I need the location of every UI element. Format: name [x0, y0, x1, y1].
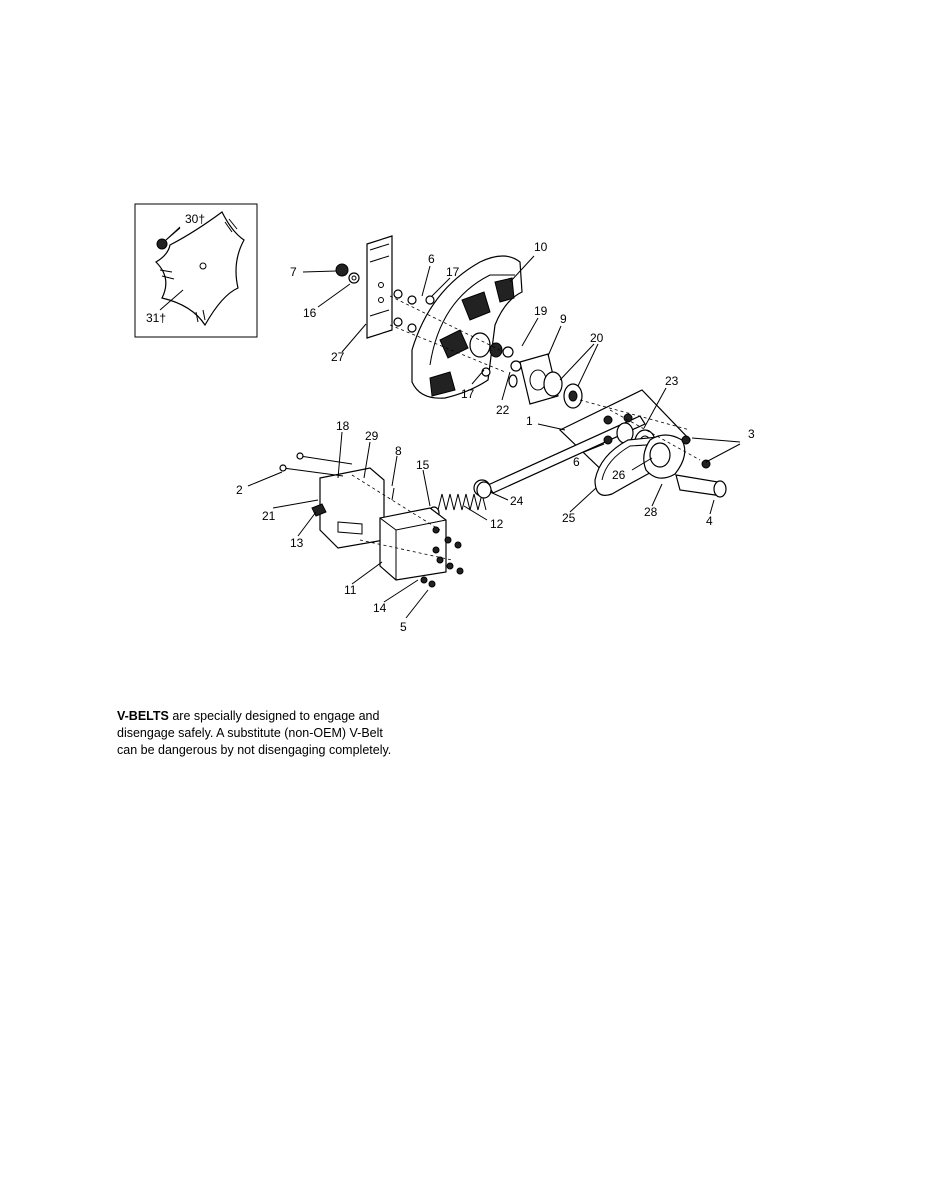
callout-25: 25 — [562, 511, 576, 525]
callout-7: 7 — [290, 265, 297, 279]
note-line-1: V-BELTS are specially designed to engage… — [117, 708, 447, 725]
callout-11: 11 — [344, 583, 357, 597]
pulley-belt-assembly — [594, 434, 727, 498]
inset-blade-detail — [134, 203, 258, 338]
callout-24: 24 — [510, 494, 524, 508]
note-line-2: disengage safely. A substitute (non-OEM)… — [117, 726, 383, 740]
note-text-1: are specially designed to engage and — [168, 709, 380, 723]
leader-lines — [165, 227, 741, 619]
callout-2: 2 — [236, 483, 243, 497]
callout-10: 10 — [534, 240, 548, 254]
note-line-3: can be dangerous by not disengaging comp… — [117, 743, 392, 757]
callout-21: 21 — [262, 509, 276, 523]
exploded-parts-diagram: 30† 31† 7 16 27 6 17 10 19 9 20 17 22 23… — [134, 203, 755, 634]
callout-31: 31† — [146, 311, 166, 325]
bracket-assembly — [279, 452, 464, 588]
callout-27: 27 — [331, 350, 345, 364]
callout-4: 4 — [706, 514, 713, 528]
callout-30: 30† — [185, 212, 205, 226]
callout-13: 13 — [290, 536, 304, 550]
callout-14: 14 — [373, 601, 387, 615]
callout-1: 1 — [526, 414, 533, 428]
callout-9: 9 — [560, 312, 567, 326]
skid-plate — [366, 235, 393, 339]
callout-15: 15 — [416, 458, 430, 472]
callout-12: 12 — [490, 517, 504, 531]
callout-3: 3 — [748, 427, 755, 441]
spring-assembly — [428, 481, 492, 520]
callout-6-upper: 6 — [428, 252, 435, 266]
callout-6-lower: 6 — [573, 455, 580, 469]
callout-8: 8 — [395, 444, 402, 458]
callout-16: 16 — [303, 306, 317, 320]
callout-22: 22 — [496, 403, 510, 417]
callout-19: 19 — [534, 304, 548, 318]
callout-26: 26 — [612, 468, 626, 482]
callout-23: 23 — [665, 374, 679, 388]
v-belt-warning-note: V-BELTS are specially designed to engage… — [117, 708, 447, 759]
callout-17-upper: 17 — [446, 265, 460, 279]
callout-17-lower: 17 — [461, 387, 475, 401]
auger-housing — [411, 255, 523, 399]
note-bold-title: V-BELTS — [117, 709, 169, 723]
frame-and-shaft — [473, 389, 692, 497]
callout-20: 20 — [590, 331, 604, 345]
callout-28: 28 — [644, 505, 658, 519]
callout-29: 29 — [365, 429, 379, 443]
callout-5: 5 — [400, 620, 407, 634]
callout-18: 18 — [336, 419, 350, 433]
